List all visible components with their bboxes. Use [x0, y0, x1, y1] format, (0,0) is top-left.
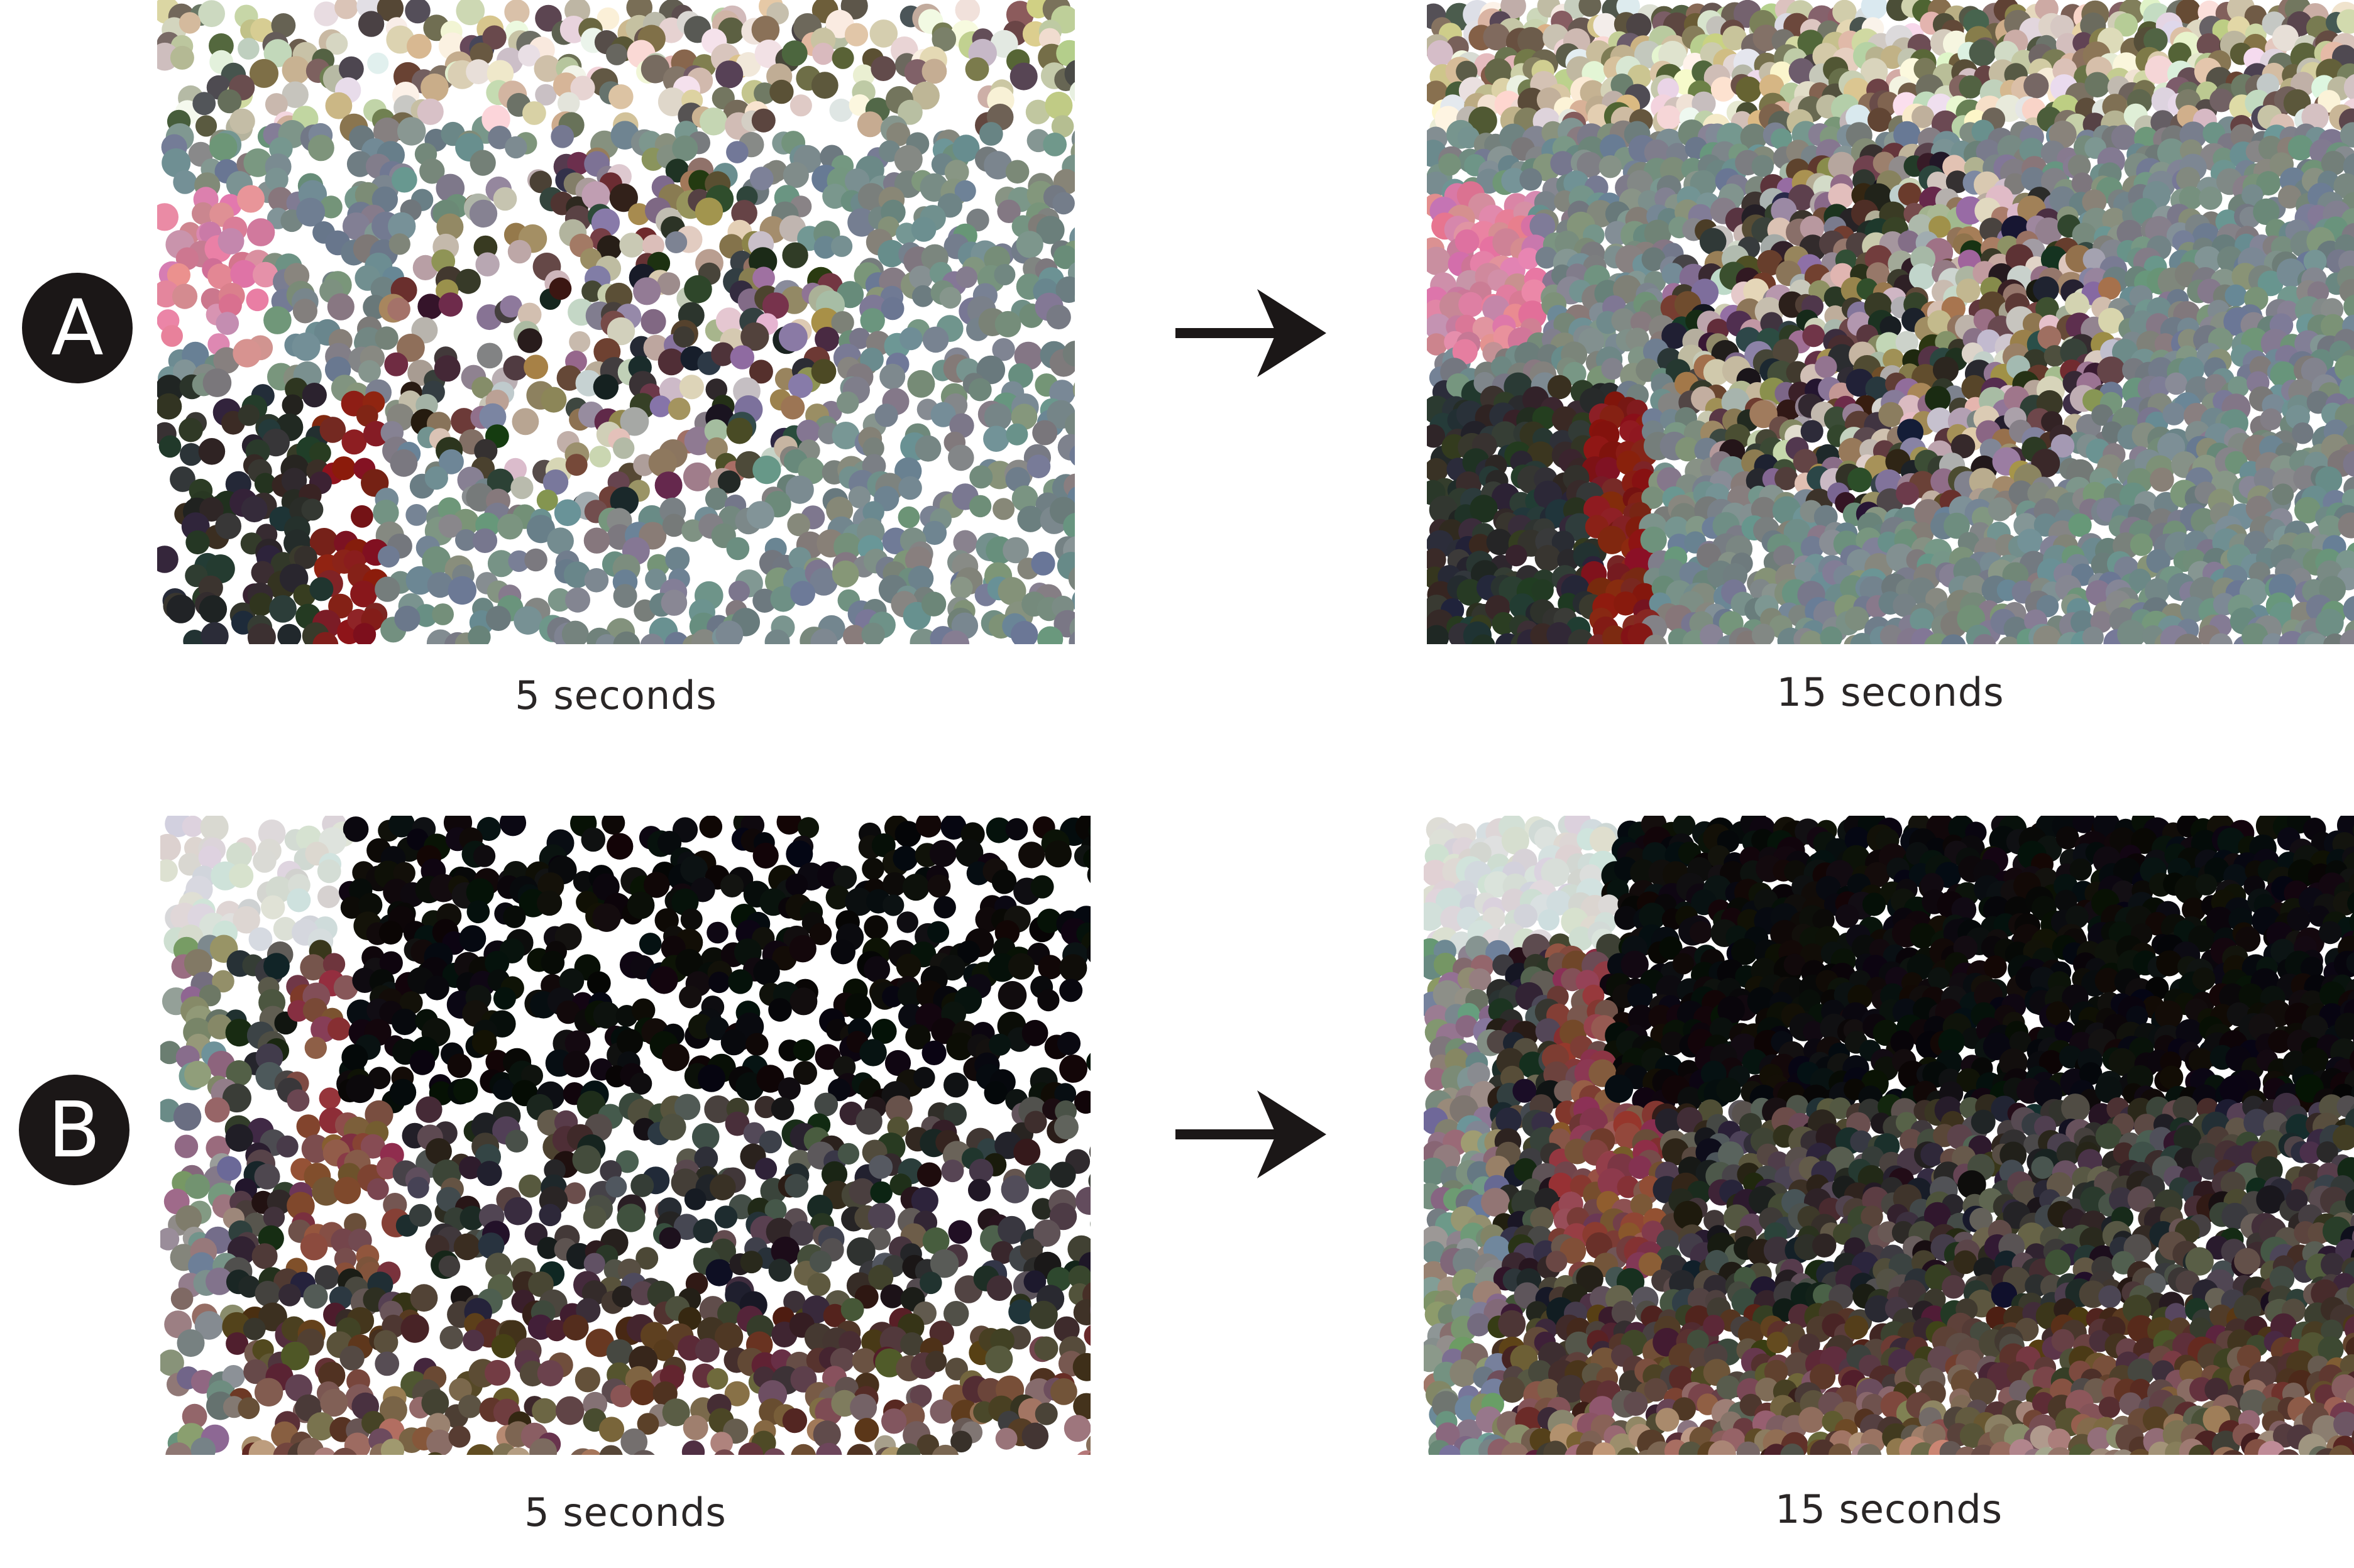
row-b-after-panel: [1424, 816, 2354, 1455]
right-arrow-icon: [1175, 1090, 1326, 1178]
row-a-after-caption: 15 seconds: [1776, 669, 2005, 715]
row-a-badge-label: A: [51, 283, 104, 373]
right-arrow-icon: [1175, 289, 1326, 377]
row-a-badge: A: [22, 273, 133, 383]
row-b-badge-label: B: [48, 1085, 101, 1175]
row-b-after-caption: 15 seconds: [1774, 1486, 2003, 1532]
row-b-before-panel: [160, 816, 1091, 1455]
row-a-after-panel: [1427, 0, 2354, 644]
row-a-before-panel: [157, 0, 1075, 644]
row-a-before-caption: 5 seconds: [515, 672, 717, 718]
row-b-badge: B: [19, 1075, 129, 1185]
row-b-before-caption: 5 seconds: [524, 1489, 727, 1535]
